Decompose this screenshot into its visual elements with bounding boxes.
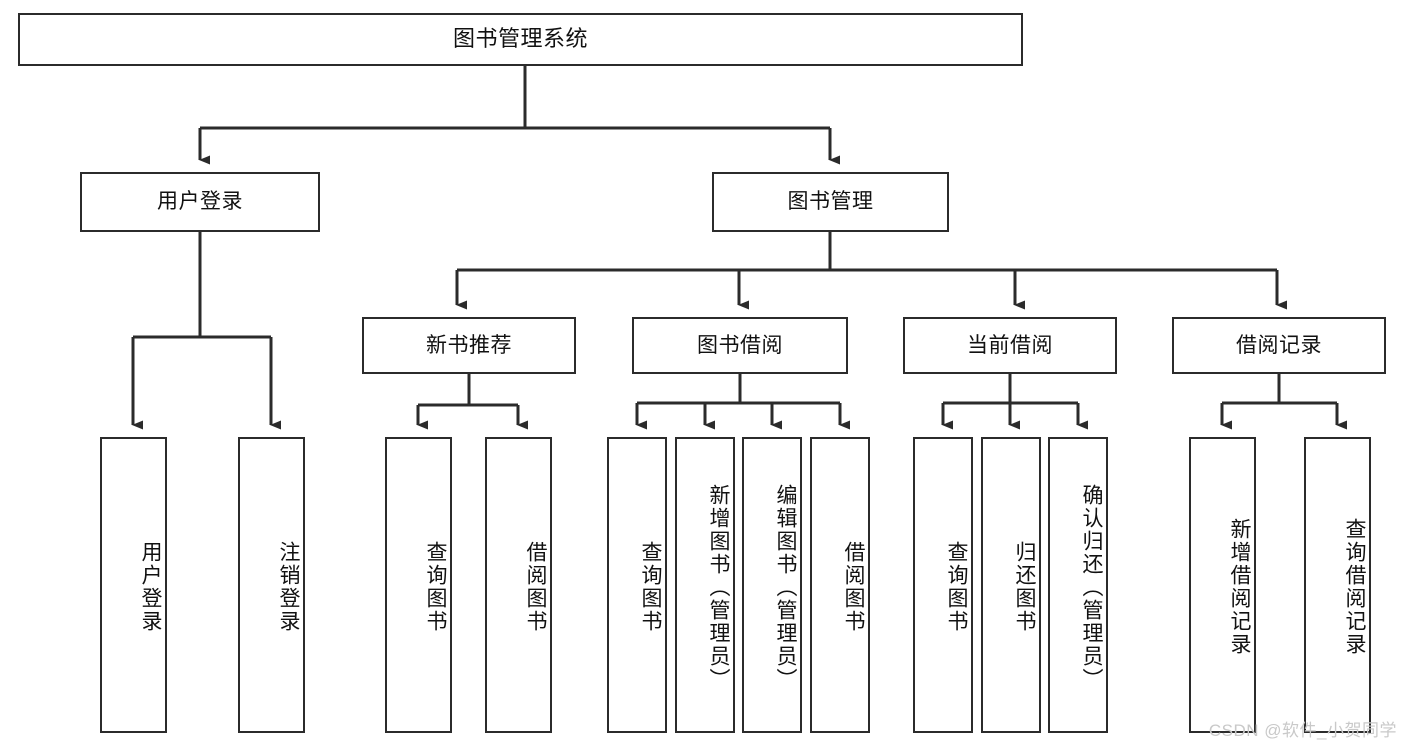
node-leaf-user-login-label: 用户登录 (139, 541, 162, 633)
node-leaf-confirm-return-label: 确认归还（管理员） (1080, 483, 1103, 691)
node-leaf-add-record[interactable]: 新增借阅记录 (1189, 437, 1256, 733)
node-new-book-recommend-label: 新书推荐 (426, 333, 512, 357)
node-leaf-edit-book[interactable]: 编辑图书（管理员） (742, 437, 802, 733)
node-current-borrow-label: 当前借阅 (967, 333, 1053, 357)
node-book-borrow[interactable]: 图书借阅 (632, 317, 848, 374)
node-book-management[interactable]: 图书管理 (712, 172, 949, 232)
node-current-borrow[interactable]: 当前借阅 (903, 317, 1117, 374)
node-user-login[interactable]: 用户登录 (80, 172, 320, 232)
node-leaf-query-record[interactable]: 查询借阅记录 (1304, 437, 1371, 733)
node-root[interactable]: 图书管理系统 (18, 13, 1023, 66)
node-leaf-return-book-label: 归还图书 (1013, 541, 1036, 633)
node-leaf-borrow-book[interactable]: 借阅图书 (810, 437, 870, 733)
node-leaf-query-book-rec[interactable]: 查询图书 (385, 437, 452, 733)
node-leaf-borrow-book-rec-label: 借阅图书 (524, 541, 547, 633)
node-leaf-logout[interactable]: 注销登录 (238, 437, 305, 733)
node-book-management-label: 图书管理 (787, 190, 874, 214)
node-user-login-label: 用户登录 (157, 190, 243, 214)
connector-bookmgmt-to-level3 (455, 232, 1287, 310)
connector-currentborrow-to-leaves (941, 374, 1088, 430)
connector-borrowrecord-to-leaves (1220, 374, 1347, 430)
node-leaf-confirm-return[interactable]: 确认归还（管理员） (1048, 437, 1108, 733)
node-leaf-query-book-rec-label: 查询图书 (424, 541, 447, 633)
node-new-book-recommend[interactable]: 新书推荐 (362, 317, 576, 374)
node-leaf-add-book-label: 新增图书（管理员） (707, 483, 730, 691)
node-borrow-record-label: 借阅记录 (1236, 333, 1322, 357)
node-leaf-query-book-cur[interactable]: 查询图书 (913, 437, 973, 733)
node-leaf-query-record-label: 查询借阅记录 (1343, 518, 1366, 656)
node-book-borrow-label: 图书借阅 (697, 333, 783, 357)
node-leaf-user-login[interactable]: 用户登录 (100, 437, 167, 733)
node-leaf-add-book[interactable]: 新增图书（管理员） (675, 437, 735, 733)
connector-bookborrow-to-leaves (635, 374, 850, 430)
node-leaf-borrow-book-label: 借阅图书 (842, 541, 865, 633)
node-leaf-query-book-borrow-label: 查询图书 (639, 541, 662, 633)
node-leaf-edit-book-label: 编辑图书（管理员） (774, 483, 797, 691)
node-borrow-record[interactable]: 借阅记录 (1172, 317, 1386, 374)
node-leaf-logout-label: 注销登录 (277, 541, 300, 633)
watermark-text: CSDN @软件_小贺同学 (1208, 721, 1397, 740)
node-leaf-borrow-book-rec[interactable]: 借阅图书 (485, 437, 552, 733)
node-root-label: 图书管理系统 (452, 26, 588, 52)
node-leaf-query-book-cur-label: 查询图书 (945, 541, 968, 633)
connector-newbook-to-leaves (416, 374, 528, 430)
node-leaf-add-record-label: 新增借阅记录 (1228, 518, 1251, 656)
node-leaf-return-book[interactable]: 归还图书 (981, 437, 1041, 733)
connector-userlogin-to-leaves (131, 232, 281, 430)
node-leaf-query-book-borrow[interactable]: 查询图书 (607, 437, 667, 733)
connector-root-to-level2 (198, 66, 840, 165)
